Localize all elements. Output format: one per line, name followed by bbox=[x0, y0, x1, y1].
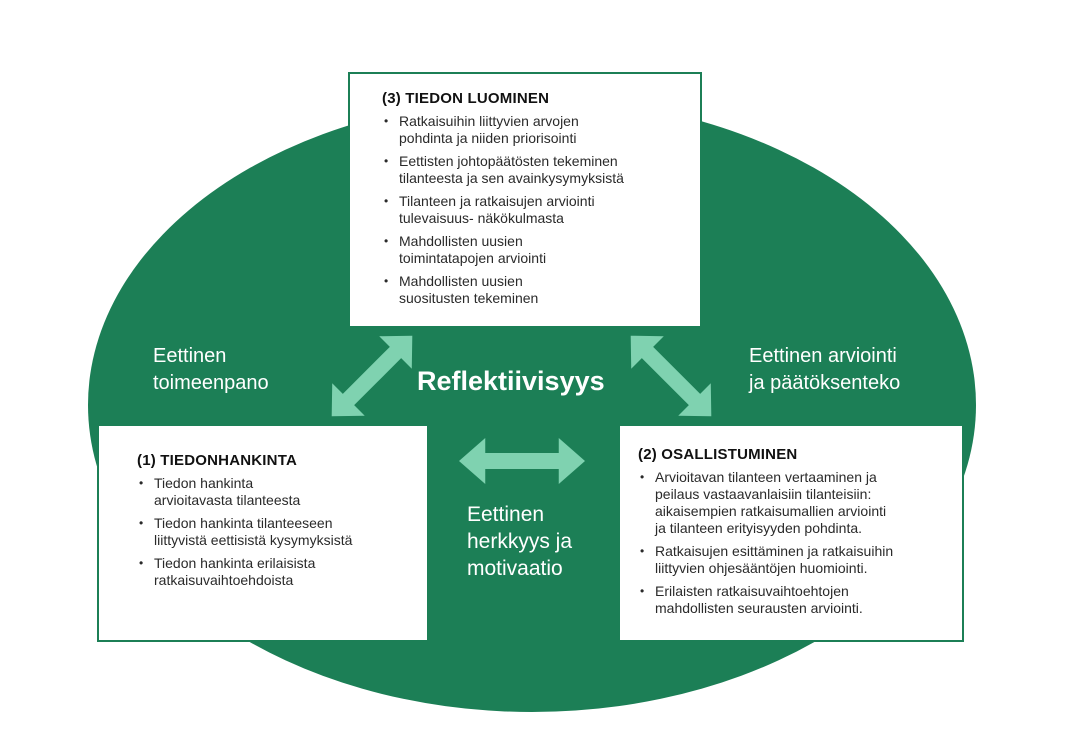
list-item: Erilaisten ratkaisuvaihtoehtojenmahdolli… bbox=[638, 583, 948, 617]
label-line: toimeenpano bbox=[153, 372, 269, 394]
list-item: Tiedon hankinta tilanteeseenliittyvistä … bbox=[137, 515, 407, 549]
label-line: Eettinen arviointi bbox=[749, 345, 897, 367]
list-item: Tilanteen ja ratkaisujen arviointituleva… bbox=[382, 193, 680, 227]
label-ethical-evaluation: Eettinen arviointi ja päätöksenteko bbox=[749, 343, 900, 397]
box-title: (2) OSALLISTUMINEN bbox=[638, 446, 798, 463]
box-knowledge-acquisition: (1) TIEDONHANKINTA Tiedon hankintaarvioi… bbox=[97, 424, 429, 642]
box-participation: (2) OSALLISTUMINEN Arvioitavan tilanteen… bbox=[618, 424, 964, 642]
list-item: Ratkaisujen esittäminen ja ratkaisuihinl… bbox=[638, 543, 948, 577]
list-item: Tiedon hankinta erilaisistaratkaisuvaiht… bbox=[137, 555, 407, 589]
box-knowledge-creation: (3) TIEDON LUOMINEN Ratkaisuihin liittyv… bbox=[348, 72, 702, 328]
label-ethical-implementation: Eettinen toimeenpano bbox=[153, 343, 269, 397]
double-arrow-icon bbox=[614, 319, 728, 433]
bullet-list: Arvioitavan tilanteen vertaaminen japeil… bbox=[638, 469, 948, 617]
list-item: Arvioitavan tilanteen vertaaminen japeil… bbox=[638, 469, 948, 537]
label-ethical-sensitivity: Eettinen herkkyys ja motivaatio bbox=[467, 501, 572, 582]
box-title: (3) TIEDON LUOMINEN bbox=[382, 90, 550, 107]
list-item: Ratkaisuihin liittyvien arvojenpohdinta … bbox=[382, 113, 680, 147]
arrow-right-diagonal bbox=[614, 319, 728, 433]
double-arrow-icon bbox=[459, 438, 585, 484]
label-line: Eettinen bbox=[467, 503, 545, 526]
label-line: Eettinen bbox=[153, 345, 227, 367]
label-line: ja päätöksenteko bbox=[749, 372, 901, 394]
bullet-list: Ratkaisuihin liittyvien arvojenpohdinta … bbox=[382, 113, 680, 307]
box-title: (1) TIEDONHANKINTA bbox=[137, 452, 297, 469]
center-title: Reflektiivisyys bbox=[417, 366, 605, 396]
arrow-left-diagonal bbox=[315, 319, 429, 433]
label-line: herkkyys ja bbox=[467, 530, 573, 553]
label-line: motivaatio bbox=[467, 557, 563, 580]
arrow-horizontal bbox=[459, 438, 585, 484]
list-item: Eettisten johtopäätösten tekeminentilant… bbox=[382, 153, 680, 187]
double-arrow-icon bbox=[315, 319, 429, 433]
